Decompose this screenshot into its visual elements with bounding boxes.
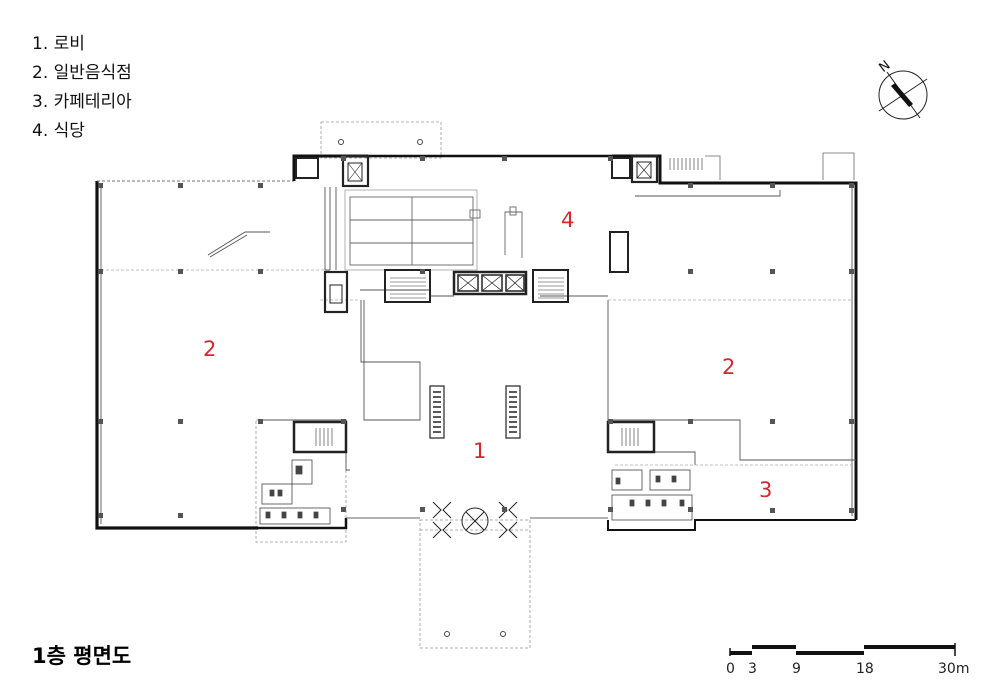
scale-tick-30m: 30m [938, 661, 969, 677]
main-entrance [432, 501, 518, 539]
legend-item-dining: 4. 식당 [32, 121, 85, 141]
room-legend: 1. 로비 2. 일반음식점 3. 카페테리아 4. 식당 [32, 30, 132, 146]
dining-tables [344, 189, 523, 271]
room-label-restaurant-east: 2 [722, 355, 735, 379]
restroom-fixtures [259, 459, 693, 525]
escalators [429, 385, 521, 439]
core-elevators [292, 154, 659, 454]
stair-hatching [315, 158, 703, 446]
north-arrow: N [877, 58, 928, 120]
canopy-posts [338, 139, 506, 637]
legend-item-cafeteria: 3. 카페테리아 [32, 92, 132, 112]
legend-item-general-restaurant: 2. 일반음식점 [32, 63, 132, 83]
room-label-dining: 4 [561, 208, 574, 232]
north-arrow-icon [891, 83, 913, 107]
scale-tick-0: 0 [726, 661, 735, 677]
scale-tick-18: 18 [856, 661, 874, 677]
legend-item-lobby: 1. 로비 [32, 34, 85, 54]
canopy-outlines [255, 121, 531, 649]
scale-tick-3: 3 [748, 661, 757, 677]
scale-tick-9: 9 [792, 661, 801, 677]
interior-dashed-lines [101, 269, 852, 466]
scale-bar: 0 3 9 18 30m [726, 643, 969, 677]
north-label: N [877, 58, 894, 76]
room-label-lobby: 1 [473, 439, 486, 463]
structural-columns [98, 156, 854, 518]
exterior-features [705, 152, 855, 180]
plan-title: 1층 평면도 [32, 644, 132, 668]
room-label-cafeteria: 3 [759, 478, 772, 502]
room-label-restaurant-west: 2 [203, 337, 216, 361]
